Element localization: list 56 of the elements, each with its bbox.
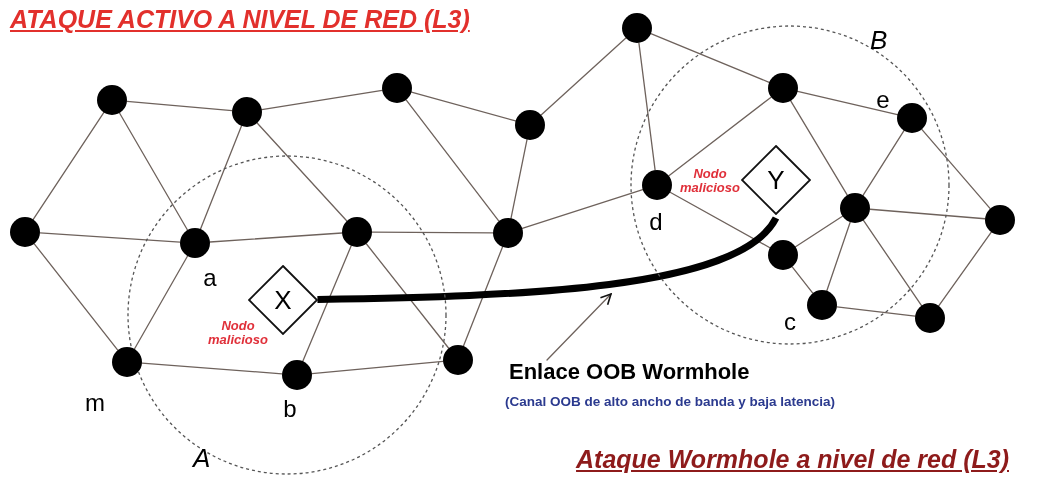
- network-link: [133, 255, 189, 350]
- region-label: B: [870, 27, 888, 53]
- diagram-caption: Ataque Wormhole a nivel de red (L3): [576, 443, 1009, 475]
- node-letter-label: b: [283, 397, 297, 421]
- diagram-title: ATAQUE ACTIVO A NIVEL DE RED (L3): [10, 4, 470, 35]
- network-link: [921, 128, 991, 210]
- wormhole-link-title: Enlace OOB Wormhole: [509, 358, 750, 386]
- network-link: [33, 243, 119, 351]
- network-link: [510, 139, 528, 219]
- malicious-node-label: Nodo malicioso: [207, 319, 269, 347]
- network-link: [256, 122, 348, 222]
- network-link: [540, 37, 627, 116]
- network-link: [826, 221, 851, 292]
- network-link: [650, 33, 770, 83]
- network-link: [862, 219, 923, 307]
- node-letter: X: [274, 287, 292, 313]
- network-link: [405, 99, 500, 222]
- malicious-node-diamond: [741, 145, 811, 215]
- node-letter-label: a: [203, 266, 217, 290]
- malicious-node-label: Nodo malicioso: [679, 167, 741, 195]
- node-letter-label: e: [876, 88, 890, 112]
- network-link: [669, 191, 771, 249]
- network-link: [371, 231, 494, 234]
- dashed-circle-region: [127, 155, 447, 475]
- network-link: [126, 100, 233, 112]
- leader-arrow: [546, 293, 612, 361]
- node-letter: Y: [767, 167, 785, 193]
- network-link: [794, 215, 844, 248]
- network-link: [638, 42, 656, 171]
- network-link: [410, 91, 517, 122]
- network-link: [39, 232, 181, 243]
- network-link: [796, 90, 899, 116]
- node-letter-label: d: [649, 210, 663, 234]
- node-letter-label: m: [85, 391, 105, 415]
- network-link: [791, 266, 814, 294]
- network-link: [521, 188, 644, 230]
- network-link: [869, 208, 986, 220]
- network-link: [261, 89, 383, 111]
- node-letter-label: c: [784, 310, 796, 334]
- network-link: [790, 100, 848, 196]
- network-link: [668, 96, 772, 177]
- network-link: [118, 112, 189, 231]
- network-link: [32, 111, 105, 221]
- network-link: [938, 231, 992, 307]
- wormhole-link-subtitle: (Canal OOB de alto ancho de banda y baja latencia): [505, 393, 836, 411]
- region-label: A: [193, 445, 211, 471]
- network-link: [462, 246, 504, 347]
- network-link: [365, 243, 450, 349]
- network-link: [302, 245, 352, 362]
- network-link: [209, 232, 343, 243]
- network-link: [836, 306, 916, 317]
- dashed-circle-region: [630, 25, 950, 345]
- network-link: [199, 125, 243, 230]
- network-link: [311, 360, 444, 375]
- network-link: [141, 362, 283, 375]
- network-link: [862, 130, 905, 196]
